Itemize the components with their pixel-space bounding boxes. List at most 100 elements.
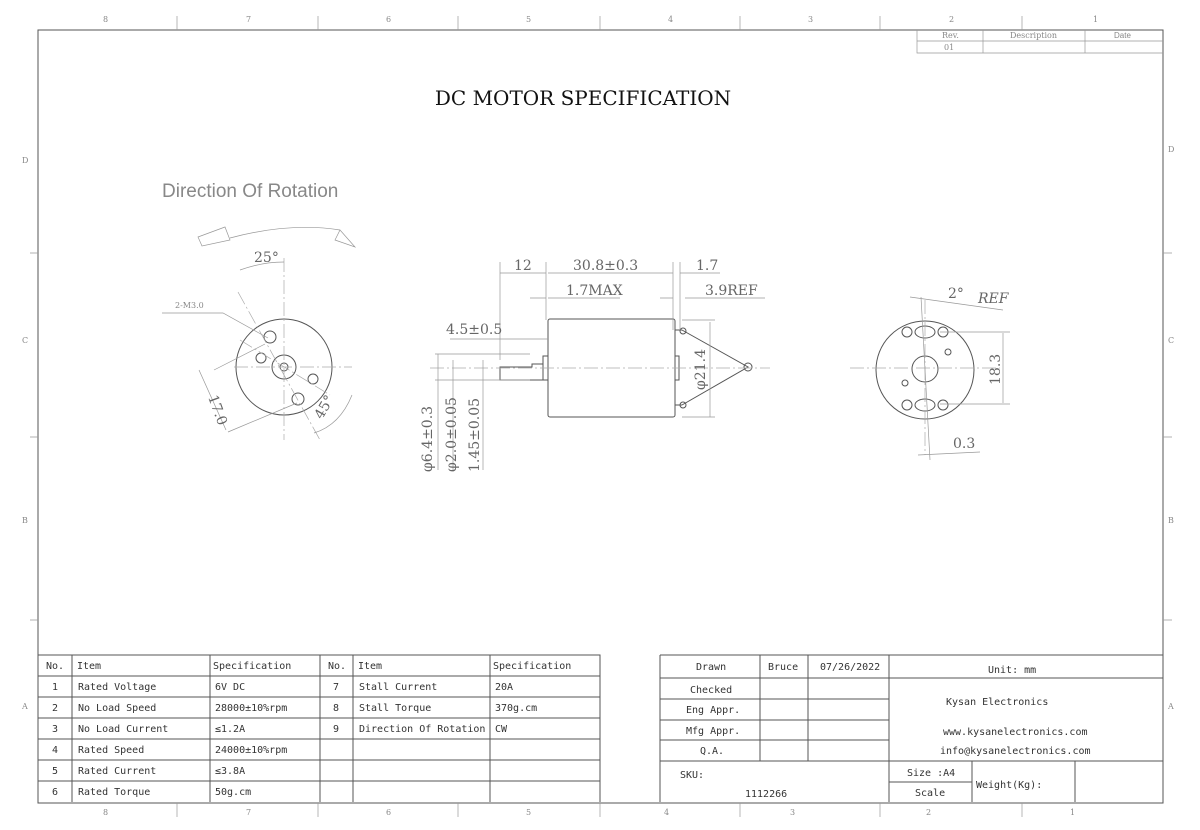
- company-website: www.kysanelectronics.com: [943, 727, 1088, 738]
- dim-30-8: 30.8±0.3: [573, 258, 638, 274]
- row-spec: 370g.cm: [495, 703, 537, 714]
- grid-col-6-bottom: 6: [386, 808, 391, 817]
- page-title: DC MOTOR SPECIFICATION: [435, 86, 731, 110]
- grid-col-2-bottom: 2: [926, 808, 931, 817]
- row-item: Stall Current: [359, 682, 437, 693]
- dim-1-7: 1.7: [696, 258, 718, 274]
- col-spec-2: Specification: [493, 661, 571, 672]
- dim-2-0: φ2.0±0.05: [444, 397, 460, 472]
- row-spec: 50g.cm: [215, 787, 251, 798]
- dim-12: 12: [514, 258, 532, 274]
- dim-18-3: 18.3: [988, 354, 1004, 385]
- grid-col-2: 2: [949, 15, 954, 24]
- col-no: No.: [46, 661, 64, 672]
- angle-2: 2°: [948, 286, 964, 302]
- border-frame: [37, 29, 1164, 804]
- drawn-date: 07/26/2022: [820, 662, 880, 673]
- row-item: Rated Voltage: [78, 682, 156, 693]
- row-item: No Load Current: [78, 724, 168, 735]
- row-number: 1: [52, 682, 58, 693]
- grid-row-d-right: D: [1168, 145, 1174, 154]
- grid-col-6: 6: [386, 15, 391, 24]
- grid-col-5: 5: [526, 15, 531, 24]
- dim-0-3: 0.3: [953, 436, 975, 452]
- title-block: Drawn Bruce 07/26/2022 Checked Eng Appr.…: [659, 654, 1163, 802]
- dim-3-9-ref: 3.9REF: [705, 283, 758, 299]
- grid-col-5-bottom: 5: [526, 808, 531, 817]
- rev-value: 01: [944, 43, 954, 52]
- row-number: 8: [333, 703, 339, 714]
- sku-value: 1112266: [745, 789, 787, 800]
- grid-col-3: 3: [808, 15, 813, 24]
- grid-col-1: 1: [1093, 15, 1098, 24]
- drawn-label: Drawn: [696, 662, 726, 673]
- rev-header: Rev.: [942, 31, 959, 40]
- grid-row-a-right: A: [1167, 702, 1174, 711]
- eng-appr-label: Eng Appr.: [686, 705, 740, 716]
- row-number: 7: [333, 682, 339, 693]
- weight-label: Weight(Kg):: [976, 780, 1042, 791]
- row-item: Rated Torque: [78, 787, 150, 798]
- ref-label: REF: [977, 291, 1010, 307]
- row-item: Stall Torque: [359, 703, 431, 714]
- row-item: Rated Speed: [78, 745, 144, 756]
- row-spec: ≤3.8A: [215, 766, 245, 777]
- angle-45: 45°: [312, 392, 338, 422]
- size-label: Size :A4: [907, 768, 955, 779]
- grid-col-7-bottom: 7: [246, 808, 251, 817]
- grid-col-4: 4: [668, 15, 673, 24]
- grid-row-b-right: B: [1168, 516, 1174, 525]
- grid-col-3-bottom: 3: [790, 808, 795, 817]
- dim-21-4: φ21.4: [693, 349, 709, 390]
- row-spec: 20A: [495, 682, 513, 693]
- dim-6-4: φ6.4±0.3: [420, 406, 436, 472]
- rotation-heading: Direction Of Rotation: [162, 181, 338, 202]
- qa-label: Q.A.: [700, 746, 724, 757]
- row-number: 5: [52, 766, 58, 777]
- dim-17: 17.0: [204, 393, 230, 428]
- grid-col-7: 7: [246, 15, 251, 24]
- row-item: Rated Current: [78, 766, 156, 777]
- row-number: 2: [52, 703, 58, 714]
- grid-row-c-right: C: [1168, 336, 1174, 345]
- sku-label: SKU:: [680, 770, 704, 781]
- row-number: 9: [333, 724, 339, 735]
- row-spec: 28000±10%rpm: [215, 703, 287, 714]
- col-no-2: No.: [328, 661, 346, 672]
- row-spec: 24000±10%rpm: [215, 745, 287, 756]
- grid-col-1-bottom: 1: [1070, 808, 1075, 817]
- col-spec: Specification: [213, 661, 291, 672]
- dim-1-45: 1.45±0.05: [467, 398, 483, 472]
- revision-block: Rev. Description Date 01: [916, 30, 1163, 54]
- dim-1-7-max: 1.7MAX: [566, 283, 623, 299]
- row-number: 6: [52, 787, 58, 798]
- row-item: No Load Speed: [78, 703, 156, 714]
- row-number: 4: [52, 745, 58, 756]
- row-number: 3: [52, 724, 58, 735]
- grid-row-b: B: [22, 516, 28, 525]
- row-spec: 6V DC: [215, 682, 245, 693]
- row-spec: CW: [495, 724, 508, 735]
- end-view-terminals: 2° REF 18.3 0.3: [850, 286, 1010, 461]
- side-view-motor: 12 30.8±0.3 1.7 1.7MAX 3.9REF 4.5±0.5 φ6…: [420, 258, 770, 472]
- grid-row-a: A: [21, 702, 28, 711]
- row-item: Direction Of Rotation: [359, 724, 485, 735]
- mfg-appr-label: Mfg Appr.: [686, 726, 740, 737]
- col-item-2: Item: [358, 661, 382, 672]
- grid-col-8-bottom: 8: [103, 808, 108, 817]
- grid-col-8: 8: [103, 15, 108, 24]
- grid-row-c: C: [22, 336, 28, 345]
- grid-labels: 8 7 6 5 4 3 2 1 8 7 6 5 4 3 2 1 D C B A …: [21, 15, 1174, 817]
- scale-label: Scale: [915, 788, 945, 799]
- description-header: Description: [1010, 31, 1057, 40]
- angle-25: 25°: [254, 250, 279, 266]
- company-email: info@kysanelectronics.com: [940, 746, 1091, 757]
- grid-row-d: D: [22, 156, 28, 165]
- row-spec: ≤1.2A: [215, 724, 245, 735]
- grid-col-4-bottom: 4: [664, 808, 669, 817]
- company-name: Kysan Electronics: [946, 697, 1048, 708]
- drawn-by: Bruce: [768, 662, 798, 673]
- dim-4-5: 4.5±0.5: [446, 322, 502, 338]
- end-view-shaft: 25° 2-M3.0 17.0 45°: [162, 226, 357, 441]
